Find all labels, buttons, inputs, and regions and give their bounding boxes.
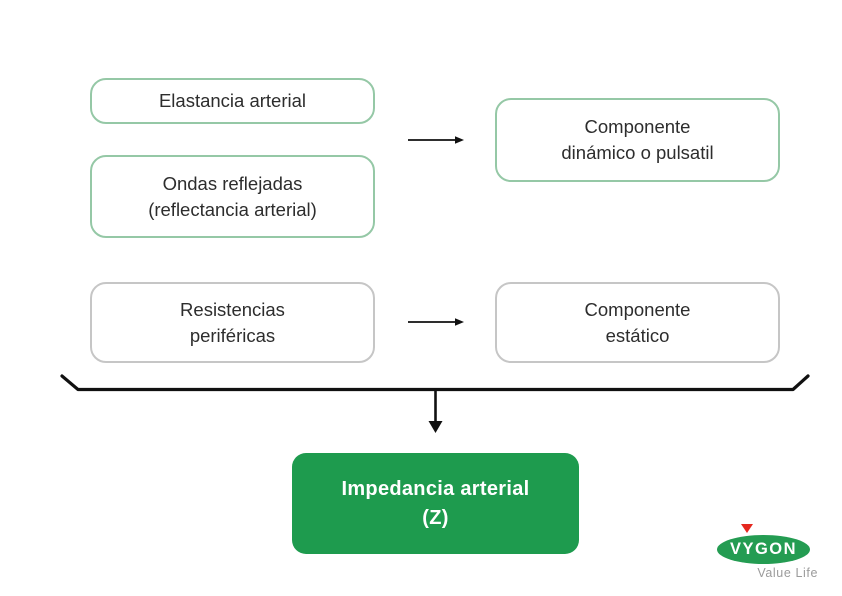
logo-brand-text: VYGON: [729, 540, 798, 558]
box-elastancia-label: Elastancia arterial: [158, 90, 307, 112]
logo-tagline: Value Life: [757, 566, 818, 580]
arrow-right-static-icon: [408, 318, 464, 326]
box-resistencias-label: Resistencias periféricas: [180, 298, 285, 346]
arrow-right-dynamic-icon: [408, 136, 464, 144]
box-componente-estatico: Componente estático: [495, 282, 780, 363]
brace-connector: [60, 374, 810, 392]
box-componente-dinamico: Componente dinámico o pulsatil: [495, 98, 780, 182]
box-ondas-reflejadas: Ondas reflejadas (reflectancia arterial): [90, 155, 375, 238]
box-impedancia-arterial: Impedancia arterial (Z): [292, 453, 579, 554]
logo-red-triangle-icon: [741, 524, 753, 533]
box-dinamico-label: Componente dinámico o pulsatil: [561, 116, 714, 163]
arrow-down-impedancia-icon: [428, 389, 443, 433]
box-estatico-label: Componente estático: [584, 298, 691, 346]
logo-pill: VYGON: [717, 535, 810, 564]
box-impedancia-label: Impedancia arterial (Z): [341, 477, 530, 529]
box-ondas-label: Ondas reflejadas (reflectancia arterial): [148, 172, 317, 220]
box-resistencias-perifericas: Resistencias periféricas: [90, 282, 375, 363]
box-elastancia-arterial: Elastancia arterial: [90, 78, 375, 124]
vygon-logo: VYGON Value Life: [715, 523, 818, 581]
